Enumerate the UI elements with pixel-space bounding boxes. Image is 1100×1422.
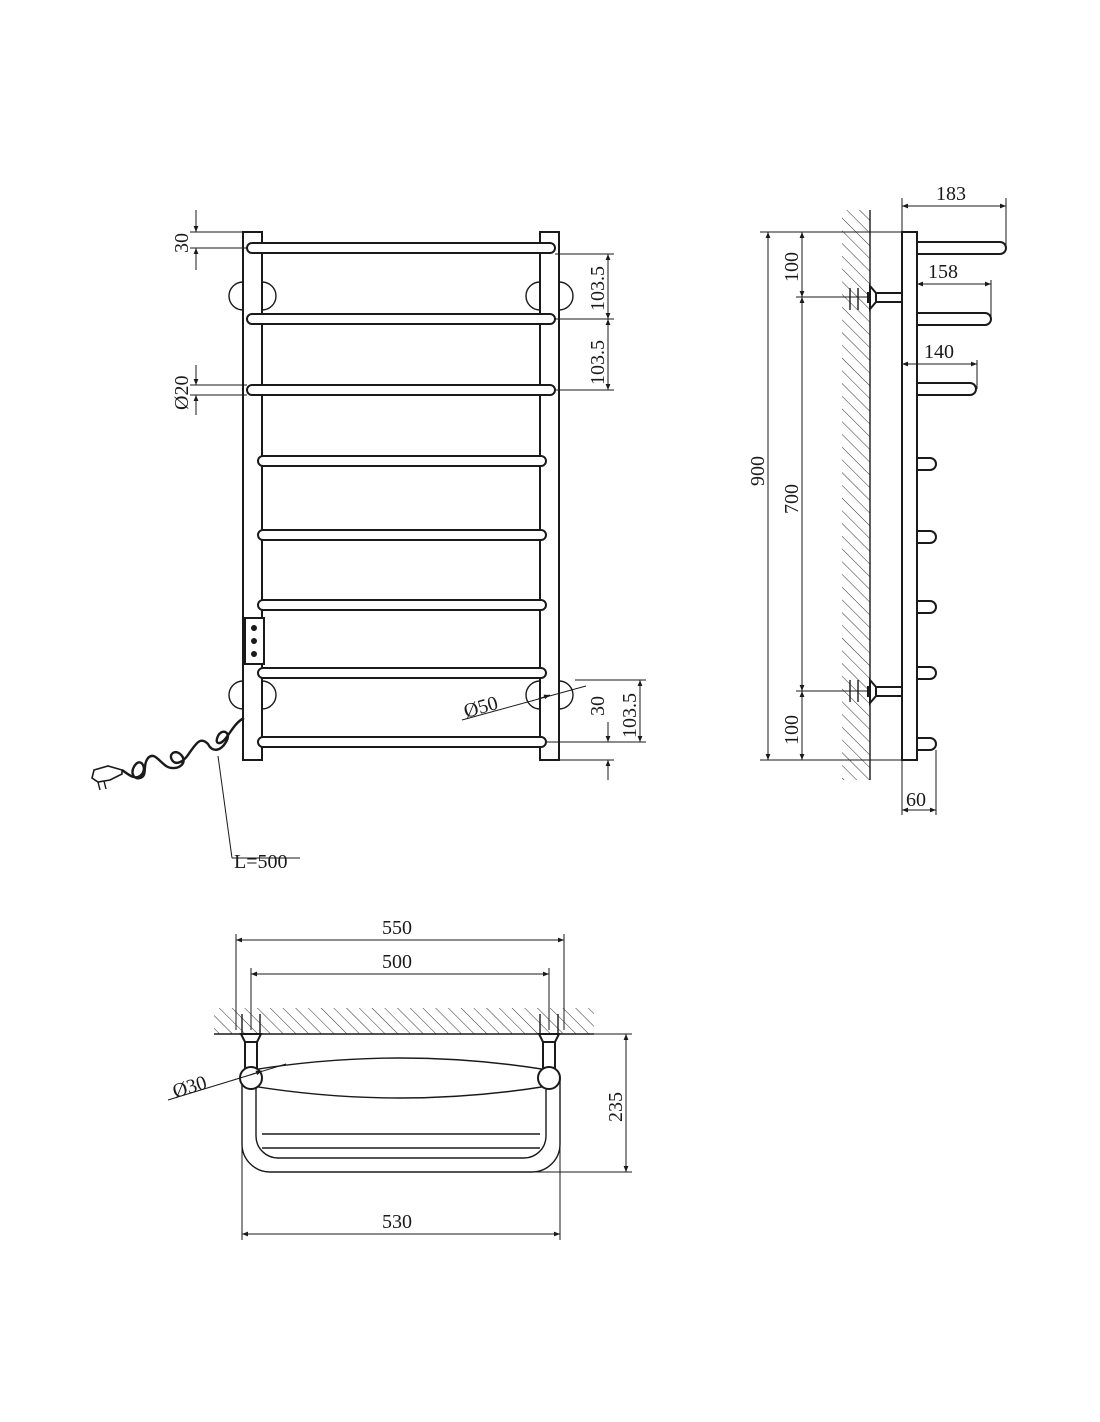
side-rail-8 [916, 737, 937, 751]
rail-5 [257, 529, 547, 541]
top-offset-label: 30 [171, 233, 193, 253]
rail-4 [257, 455, 547, 467]
flange-diameter-label: Ø50 [461, 692, 500, 723]
depth-top-label: 183 [936, 183, 966, 205]
flange-top-right [525, 281, 541, 311]
total-height-label: 900 [747, 456, 769, 486]
flange-bottom-left-right [261, 680, 277, 710]
top-ball-right [537, 1066, 561, 1090]
flange-bottom-left [228, 680, 244, 710]
rail-spacing-1-label: 103.5 [587, 266, 609, 311]
rail-1 [246, 242, 556, 254]
right-post [539, 231, 560, 761]
flange-bottom-right [525, 680, 541, 710]
side-view: 183 158 140 60 900 100 700 100 [747, 183, 1007, 815]
rail-diameter-label: Ø20 [171, 376, 193, 410]
flange-top-left-right [261, 281, 277, 311]
side-post [901, 231, 918, 761]
control-button-2 [251, 638, 257, 644]
wall-side [842, 210, 870, 780]
rail-3 [246, 384, 556, 396]
mount-bottom-offset-label: 100 [781, 715, 803, 745]
wall-top [214, 1008, 594, 1034]
top-curved-rail [251, 1057, 549, 1071]
bottom-offset-label: 30 [587, 696, 609, 716]
control-button-3 [251, 651, 257, 657]
left-post [242, 231, 263, 761]
overall-width-label: 550 [382, 917, 412, 939]
side-rail-4 [916, 457, 937, 471]
top-mount-right [537, 1014, 561, 1069]
rail-8 [257, 736, 547, 748]
mount-width-label: 500 [382, 951, 412, 973]
side-rail-3 [916, 382, 977, 396]
bottom-spacing-label: 103.5 [619, 693, 641, 738]
depth-second-label: 158 [928, 261, 958, 283]
flange-bottom-right-right [558, 680, 574, 710]
mount-top-offset-label: 100 [781, 252, 803, 282]
mount-diameter-label: Ø30 [170, 1072, 209, 1103]
side-rail-6 [916, 600, 937, 614]
mount-spacing-label: 700 [781, 484, 803, 514]
rail-spacing-2-label: 103.5 [587, 340, 609, 385]
side-rail-7 [916, 666, 937, 680]
top-u-frame [241, 1078, 561, 1173]
cable-length-label: L=500 [234, 851, 288, 873]
top-view: Ø30 550 500 235 530 [167, 917, 632, 1240]
front-view: L=500 30 Ø20 103.5 103.5 Ø50 30 103.5 [91, 210, 646, 873]
wall-depth-label: 235 [605, 1092, 627, 1122]
power-cable [121, 716, 245, 780]
rail-2 [246, 313, 556, 325]
flange-top-left [228, 281, 244, 311]
side-rail-5 [916, 530, 937, 544]
top-ball-left [239, 1066, 263, 1090]
flange-top-right-right [558, 281, 574, 311]
rail-7 [257, 667, 547, 679]
mount-top [849, 283, 903, 312]
depth-lower-label: 60 [906, 789, 926, 811]
bottom-width-label: 530 [382, 1211, 412, 1233]
control-button-1 [251, 625, 257, 631]
plug-icon [91, 765, 123, 783]
depth-third-label: 140 [924, 341, 954, 363]
side-rail-1 [916, 241, 1007, 255]
side-rail-2 [916, 312, 992, 326]
rail-6 [257, 599, 547, 611]
